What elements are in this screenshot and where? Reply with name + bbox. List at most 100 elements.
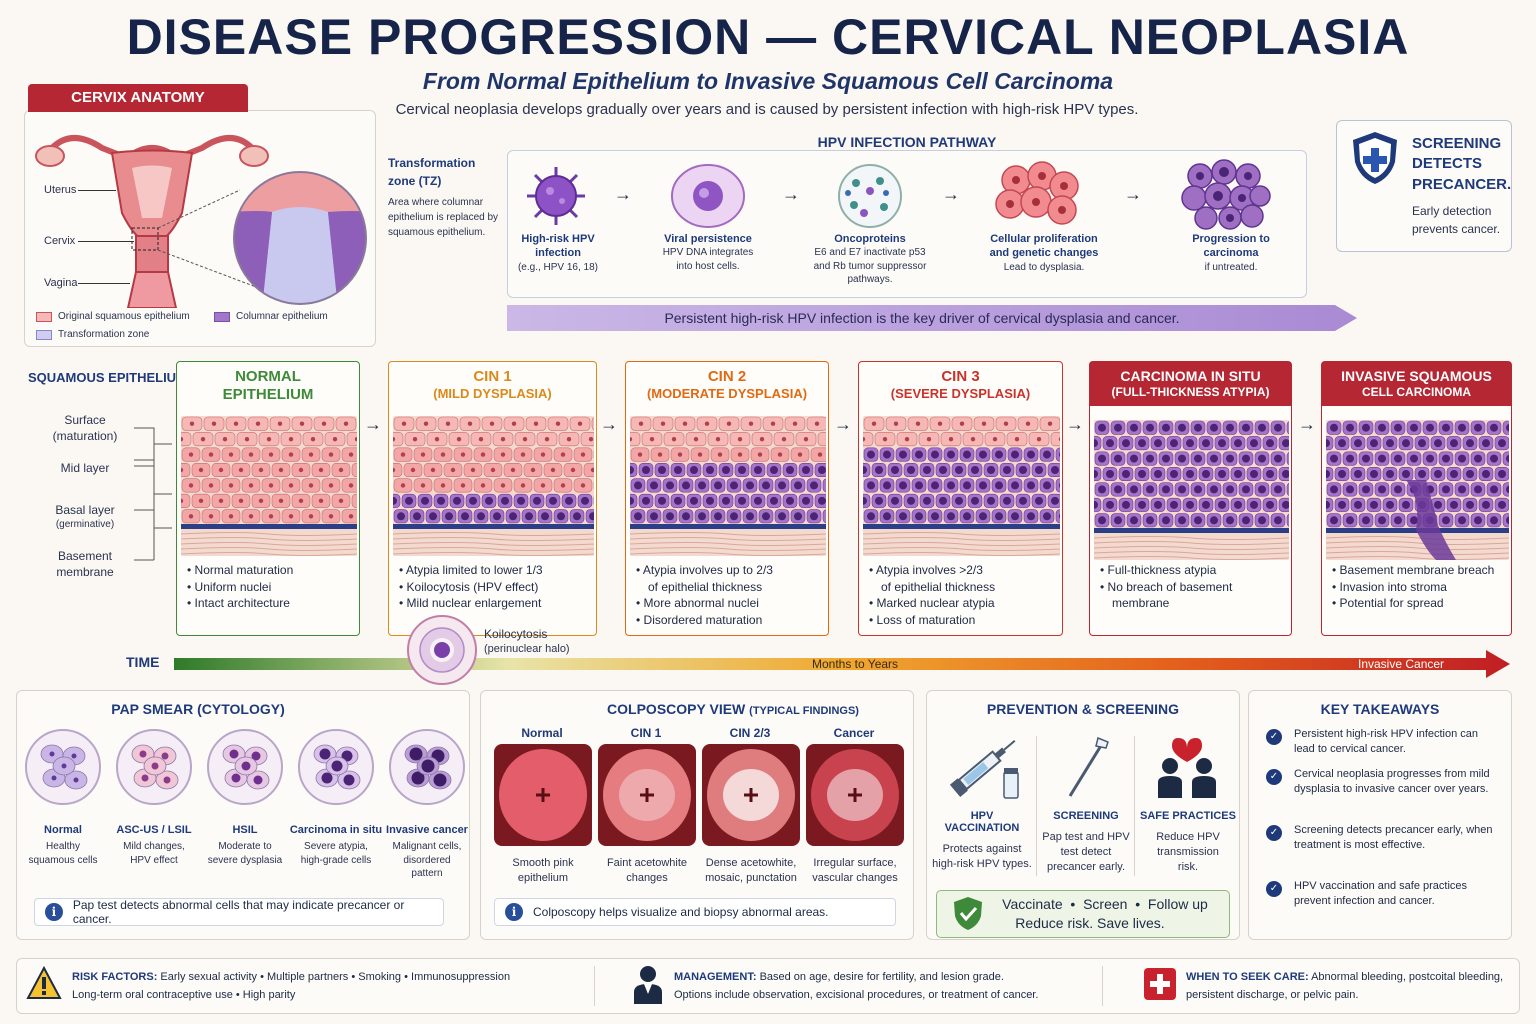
colposcopy-item-desc: Dense acetowhite, mosaic, punctation xyxy=(705,857,797,884)
prevention-slogan-box xyxy=(936,890,1230,938)
stage-bullet: • Full-thickness atypia xyxy=(1100,563,1217,577)
hpv-pathway-title: HPV INFECTION PATHWAY xyxy=(817,134,997,150)
stage-card-cin1: CIN 1(MILD DYSPLASIA)• Atypia limited to… xyxy=(388,361,597,636)
stage-card-cin2: CIN 2(MODERATE DYSPLASIA)• Atypia involv… xyxy=(625,361,829,636)
layer-surface: Surface(maturation) xyxy=(52,413,118,444)
hpv-step-1: High-risk HPV infection (e.g., HPV 16, 1… xyxy=(517,233,599,273)
hpv-arrow-4: → xyxy=(1124,184,1142,204)
pap-cell-image xyxy=(25,729,101,805)
legend-squamous: Original squamous epithelium xyxy=(36,310,190,324)
hpv-arrow-3: → xyxy=(942,184,960,204)
epithelium-illustration xyxy=(393,416,594,556)
screening-box-desc: Early detection prevents cancer. xyxy=(1412,204,1501,236)
hpv-banner-text: Persistent high-risk HPV infection is th… xyxy=(664,310,1180,326)
colposcopy-image xyxy=(598,744,696,846)
stage-bullet: • Intact architecture xyxy=(187,596,290,611)
pap-cell-image xyxy=(207,729,283,805)
hpv-pathway-panel xyxy=(507,150,1307,298)
stage-bullet: • Koilocytosis (HPV effect) xyxy=(399,579,539,594)
pap-cell-image xyxy=(116,729,192,805)
colposcopy-image xyxy=(494,744,592,846)
pap-cell-image xyxy=(298,729,374,805)
vaccine-syringe-icon xyxy=(949,740,1019,799)
epithelium-illustration xyxy=(181,416,357,556)
footer-risk: RISK FACTORS: Early sexual activity • Mu… xyxy=(72,971,511,1001)
info-icon: i xyxy=(505,903,523,921)
transformation-zone-magnified xyxy=(234,172,366,304)
colposcopy-title: COLPOSCOPY VIEW (TYPICAL FINDINGS) xyxy=(607,701,859,717)
epithelium-illustration xyxy=(630,416,826,556)
hpv-step-5: Progression to carcinoma if untreated. xyxy=(1192,233,1270,273)
hpv-arrow-2: → xyxy=(782,184,800,204)
stage-arrow-1: → xyxy=(364,414,382,434)
stage-bullet: • Potential for spread xyxy=(1332,596,1444,611)
colposcopy-item-label: CIN 2/3 xyxy=(729,726,771,740)
timeline-arrow xyxy=(174,650,1510,678)
footer-management: MANAGEMENT: Based on age, desire for fer… xyxy=(674,971,1039,1001)
layer-basal: Basal layer(germinative) xyxy=(55,503,115,531)
colposcopy-image xyxy=(702,744,800,846)
anatomy-tab: CERVIX ANATOMY xyxy=(28,84,248,112)
layer-mid: Mid layer xyxy=(60,461,110,475)
epithelium-illustration xyxy=(1326,420,1509,560)
carcinoma-cells-icon xyxy=(1181,159,1271,230)
stage-arrow-5: → xyxy=(1298,414,1316,434)
timeline-label: TIME xyxy=(126,654,160,670)
prevention-slogan-2: Reduce risk. Save lives. xyxy=(1015,915,1165,931)
pap-title: PAP SMEAR (CYTOLOGY) xyxy=(111,701,285,717)
stage-arrow-3: → xyxy=(834,414,852,434)
check-icon: ✓ xyxy=(1266,729,1282,745)
proliferation-icon xyxy=(995,161,1079,225)
stage-bullet: • Marked nuclear atypia xyxy=(869,596,995,611)
stage-heading: CARCINOMA IN SITU(FULL-THICKNESS ATYPIA) xyxy=(1090,362,1291,406)
colposcopy-item-desc: Smooth pink epithelium xyxy=(512,857,574,884)
timeline-end: Invasive Cancer xyxy=(1358,657,1445,671)
oncoprotein-icon xyxy=(838,164,902,228)
stage-bullet: • Atypia limited to lower 1/3 xyxy=(399,563,543,577)
footer-bar xyxy=(16,958,1520,1014)
colposcopy-note: i Colposcopy helps visualize and biopsy … xyxy=(494,898,896,926)
takeaway-item: ✓Cervical neoplasia progresses from mild… xyxy=(1266,767,1496,798)
epithelium-illustration xyxy=(1094,420,1289,560)
hpv-step-4: Cellular proliferation and genetic chang… xyxy=(989,233,1099,273)
screening-box-title: SCREENING DETECTS PRECANCER. xyxy=(1412,135,1512,193)
page-subtitle: From Normal Epithelium to Invasive Squam… xyxy=(422,68,1114,94)
stage-bullets: • Basement membrane breach• Invasion int… xyxy=(1332,562,1505,612)
takeaway-item: ✓Screening detects precancer early, when… xyxy=(1266,823,1496,854)
label-cervix: Cervix xyxy=(44,235,76,247)
couple-heart-icon xyxy=(1158,738,1216,798)
stage-bullet: • Mild nuclear enlargement xyxy=(399,596,542,611)
stage-bullet: • Disordered maturation xyxy=(636,612,763,627)
medical-cross-icon xyxy=(1144,968,1176,1000)
colposcopy-image xyxy=(806,744,904,846)
tz-title: Transformation zone (TZ) xyxy=(388,156,476,188)
stage-bullet: of epithelial thickness xyxy=(648,579,763,594)
tz-desc: Area where columnar epithelium is replac… xyxy=(388,197,499,238)
colposcopy-item-label: Cancer xyxy=(833,726,875,740)
stage-bullet: • Uniform nuclei xyxy=(187,579,272,594)
takeaways-title: KEY TAKEAWAYS xyxy=(1320,701,1440,717)
info-icon: i xyxy=(45,903,63,921)
layers-title: SQUAMOUS EPITHELIUM xyxy=(28,370,187,385)
check-icon: ✓ xyxy=(1266,881,1282,897)
stage-arrow-2: → xyxy=(600,414,618,434)
page-title: DISEASE PROGRESSION — CERVICAL NEOPLASIA xyxy=(126,9,1410,65)
prevention-safe-practices: SAFE PRACTICES Reduce HPV transmission r… xyxy=(1140,810,1236,873)
stage-bullet: • Atypia involves >2/3 xyxy=(869,563,983,577)
screening-swab-icon xyxy=(1068,736,1109,797)
hpv-arrow-1: → xyxy=(614,184,632,204)
prevention-vaccination: HPV VACCINATION Protects against high-ri… xyxy=(932,810,1032,870)
hpv-banner-arrow xyxy=(507,305,1357,331)
prevention-slogan-1: Vaccinate • Screen • Follow up xyxy=(1002,896,1208,912)
footer-seek-care: WHEN TO SEEK CARE: Abnormal bleeding, po… xyxy=(1186,971,1504,1001)
timeline-middle: Months to Years xyxy=(812,657,899,671)
colposcopy-item-desc: Irregular surface, vascular changes xyxy=(812,857,898,884)
